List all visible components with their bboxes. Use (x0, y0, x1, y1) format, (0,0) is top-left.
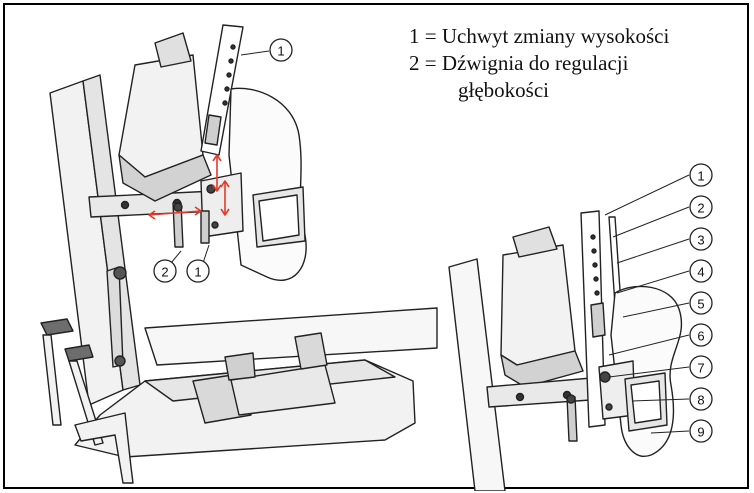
left-vehicle-frame (40, 74, 438, 484)
svg-text:7: 7 (697, 361, 704, 376)
callout-right-1: 1 (689, 163, 713, 187)
left-callouts: 1 2 1 (153, 38, 293, 283)
svg-text:6: 6 (697, 329, 704, 344)
callout-right-5: 5 (689, 291, 713, 315)
callout-height-handle-bottom: 1 (186, 259, 210, 283)
callout-right-3: 3 (689, 227, 713, 251)
figure-frame: 1 2 1 1 2 3 4 5 6 7 8 9 1 = Uchwyt zmiany wysoko… (3, 3, 749, 491)
callout-right-9: 9 (689, 419, 713, 443)
right-callouts: 1 2 3 4 5 6 7 8 9 (689, 163, 713, 443)
callout-depth-lever: 2 (153, 259, 177, 283)
callout-right-4: 4 (689, 259, 713, 283)
svg-text:1: 1 (277, 44, 284, 59)
legend-item-2: 2 = Dźwignia do regulacji (409, 51, 629, 75)
right-leader-lines (604, 174, 690, 434)
callout-right-6: 6 (689, 323, 713, 347)
svg-text:5: 5 (697, 297, 704, 312)
svg-text:8: 8 (697, 393, 704, 408)
seat-adjustment-drawing: 1 2 1 1 2 3 4 5 6 7 8 9 (40, 24, 713, 491)
svg-text:3: 3 (697, 233, 704, 248)
left-seat (88, 24, 307, 282)
svg-text:1: 1 (194, 265, 201, 280)
callout-right-2: 2 (689, 195, 713, 219)
svg-text:1: 1 (697, 169, 704, 184)
right-seat-assembly (448, 210, 683, 491)
svg-text:2: 2 (161, 265, 168, 280)
legend-item-2-continued: głębokości (458, 78, 549, 102)
svg-text:9: 9 (697, 425, 704, 440)
callout-right-8: 8 (689, 387, 713, 411)
legend: 1 = Uchwyt zmiany wysokości 2 = Dźwignia… (409, 23, 669, 104)
adjustment-arrows (148, 154, 230, 220)
left-leader-lines (170, 50, 270, 264)
callout-right-7: 7 (689, 355, 713, 379)
callout-height-handle-top: 1 (269, 38, 293, 62)
svg-text:4: 4 (697, 265, 704, 280)
legend-item-1: 1 = Uchwyt zmiany wysokości (409, 24, 670, 48)
svg-text:2: 2 (697, 201, 704, 216)
